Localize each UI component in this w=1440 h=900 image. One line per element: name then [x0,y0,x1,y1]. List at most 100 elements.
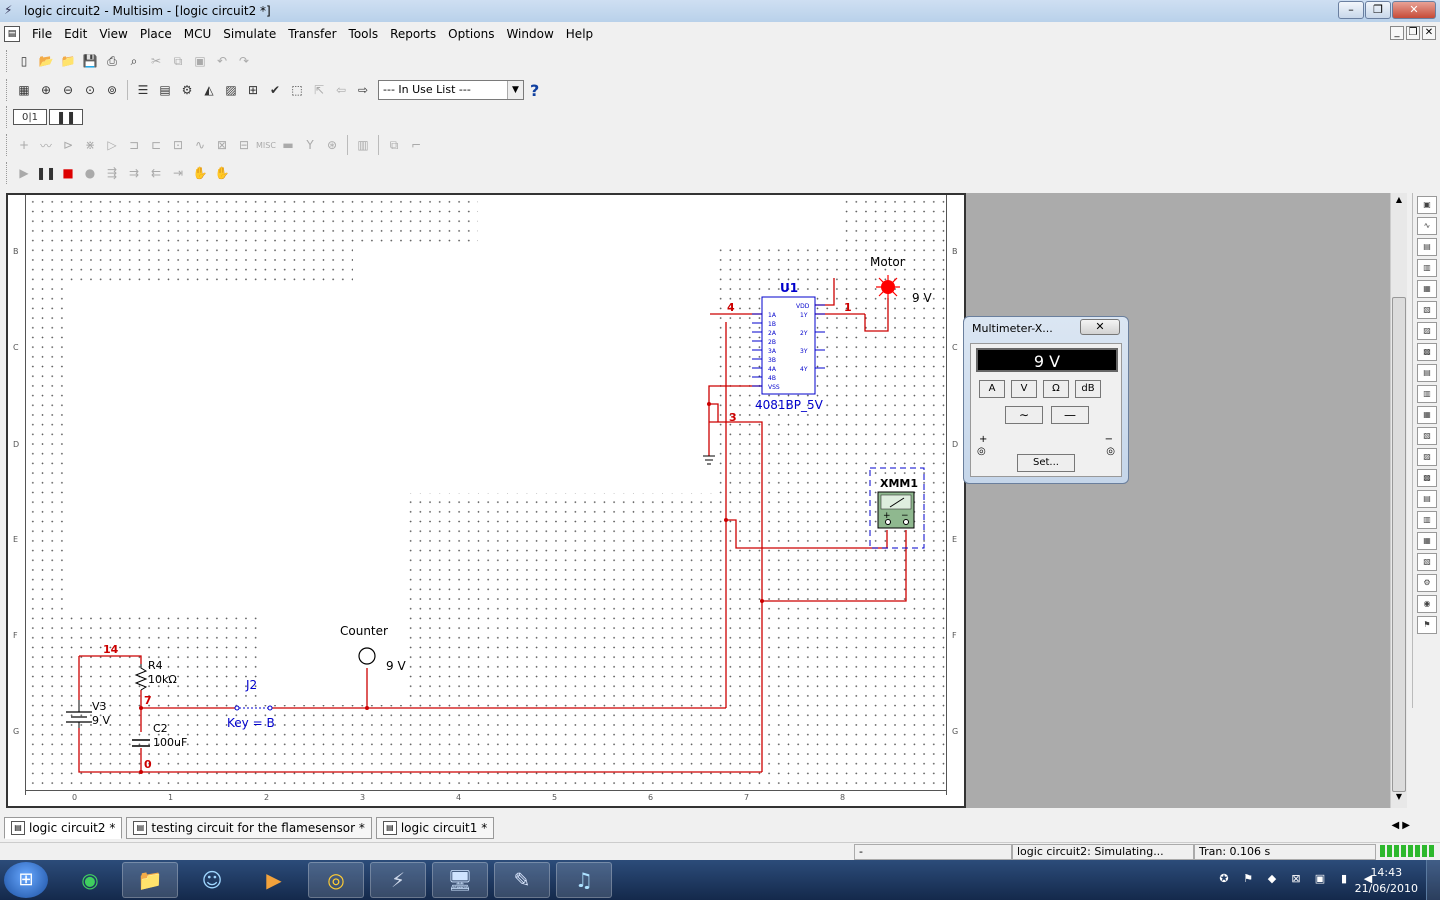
cmos-icon[interactable]: ⊏ [150,138,162,152]
undo-icon[interactable]: ↶ [216,54,228,68]
pause-icon[interactable]: ❚❚ [35,166,57,180]
save-icon[interactable]: 💾 [82,54,98,68]
spectrum-analyzer-icon[interactable]: ▨ [1417,448,1437,466]
electromechanical-icon[interactable]: ⊛ [326,138,338,152]
scroll-up-icon[interactable]: ▲ [1395,195,1403,204]
basic-icon[interactable]: 〰 [39,138,52,153]
wattmeter-icon[interactable]: ▤ [1417,238,1437,256]
zoom-out-icon[interactable]: ⊖ [62,83,74,97]
print-icon[interactable]: ⎙ [107,53,117,68]
print-preview-icon[interactable]: ⌕ [130,53,138,68]
mdi-restore-button[interactable]: ❐ [1406,26,1420,40]
iv-analyzer-icon[interactable]: ▦ [1417,406,1437,424]
menu-mcu[interactable]: MCU [183,27,212,41]
function-generator-icon[interactable]: ∿ [1417,217,1437,235]
current-probe-icon[interactable]: ◉ [1417,595,1437,613]
probe-icon[interactable]: ● [84,166,96,180]
power-component-icon[interactable]: ⊟ [238,138,250,152]
tray-app-icon[interactable]: ✪ [1219,872,1229,885]
grapher-icon[interactable]: ▨ [225,83,237,97]
zoom-area-icon[interactable]: ⊙ [84,83,96,97]
mode-ampere-button[interactable]: A [979,380,1005,398]
schematic-workspace[interactable]: B C D E F G B C D E F G 0 1 2 3 4 5 6 7 … [6,193,966,808]
start-button[interactable]: ⊞ [4,862,48,898]
chevron-down-icon[interactable]: ▼ [507,81,523,99]
agilent-oscilloscope-icon[interactable]: ▦ [1417,532,1437,550]
database-manager-icon[interactable]: ⚙ [181,83,193,97]
source-icon[interactable]: + [18,138,30,152]
design-toolbox-icon[interactable]: ☰ [137,83,149,97]
tray-security-icon[interactable]: ⊠ [1291,872,1301,885]
back-annotate-icon[interactable]: ⇦ [335,83,347,97]
show-desktop-button[interactable] [1426,860,1440,900]
tray-monitor-icon[interactable]: ▣ [1314,872,1326,885]
remove-breakpoints-icon[interactable]: ✋ [214,166,230,180]
go-to-parent-icon[interactable]: ⇱ [313,83,325,97]
minus-terminal-icon[interactable]: ◎ [1106,446,1115,457]
network-people-icon[interactable]: ☺ [201,868,223,892]
oscilloscope-icon[interactable]: ▥ [1417,259,1437,277]
erc-icon[interactable]: ✔ [269,83,281,97]
stop-icon[interactable]: ■ [62,166,74,180]
menu-transfer[interactable]: Transfer [288,27,337,41]
transistor-icon[interactable]: ⋇ [84,138,96,152]
full-screen-icon[interactable]: ▦ [18,83,30,97]
step-over-icon[interactable]: ⇉ [128,166,140,180]
spreadsheet-view-icon[interactable]: ▤ [159,83,171,97]
menu-help[interactable]: Help [565,27,594,41]
motor-probe[interactable]: Motor 9 V [870,255,932,305]
redo-icon[interactable]: ↷ [238,54,250,68]
create-component-icon[interactable]: ◭ [204,83,214,97]
diode-icon[interactable]: ⊳ [62,138,74,152]
multimeter-close-button[interactable]: ✕ [1080,319,1120,335]
hierarchical-block-icon[interactable]: ⧉ [389,137,399,152]
agilent-multimeter-icon[interactable]: ▥ [1417,511,1437,529]
menu-edit[interactable]: Edit [64,27,88,41]
new-file-icon[interactable]: ▯ [20,54,28,68]
frequency-counter-icon[interactable]: ▨ [1417,322,1437,340]
document-menu-icon[interactable]: ▤ [4,26,20,42]
capture-screen-area-icon[interactable]: ⬚ [291,83,303,97]
remote-desktop-icon[interactable]: 🖥 [432,862,488,898]
run-switch-icon[interactable]: 0|1 [13,109,47,125]
paste-icon[interactable]: ▣ [194,54,206,68]
multisim-taskbar-icon[interactable]: ⚡ [370,862,426,898]
zoom-in-icon[interactable]: ⊕ [40,83,52,97]
bus-icon[interactable]: ⌐ [410,138,422,152]
network-analyzer-icon[interactable]: ▩ [1417,469,1437,487]
scroll-down-icon[interactable]: ▼ [1395,792,1403,801]
menu-view[interactable]: View [99,27,128,41]
misc-icon[interactable]: MISC [256,140,276,150]
menu-simulate[interactable]: Simulate [223,27,277,41]
close-button[interactable]: ✕ [1392,1,1436,19]
misc-digital-icon[interactable]: ⊡ [172,138,184,152]
bode-plotter-icon[interactable]: ▧ [1417,301,1437,319]
mode-volt-button[interactable]: V [1011,380,1037,398]
indicator-icon[interactable]: ⊠ [216,138,228,152]
ac-sine-icon[interactable]: ∼ [1005,406,1043,424]
open-sample-icon[interactable]: 📁 [60,54,76,68]
spotify-icon[interactable]: ◉ [81,868,99,892]
tektronix-oscilloscope-icon[interactable]: ▧ [1417,553,1437,571]
analog-icon[interactable]: ▷ [107,138,117,152]
v3-battery[interactable]: V3 9 V [66,700,110,728]
explorer-icon[interactable]: 📁 [122,862,178,898]
breakpoint-icon[interactable]: ✋ [192,166,208,180]
four-channel-oscilloscope-icon[interactable]: ▦ [1417,280,1437,298]
tab-testing-circuit-flamesensor[interactable]: ▤ testing circuit for the flamesensor * [126,817,372,839]
plus-terminal-icon[interactable]: ◎ [977,446,986,457]
mode-ohm-button[interactable]: Ω [1043,380,1069,398]
multimeter-dialog[interactable]: Multimeter-X... ✕ 9 V A V Ω dB ∼ — + ◎ −… [963,316,1129,484]
multisim-app-icon[interactable]: ⚡ [4,3,13,17]
j2-key-switch[interactable]: J2 Key = B [227,678,275,730]
ttl-icon[interactable]: ⊐ [128,138,140,152]
mcu-module-icon[interactable]: ▥ [357,138,369,152]
step-icon[interactable]: ⇶ [106,166,118,180]
forward-annotate-icon[interactable]: ⇨ [357,83,369,97]
menu-place[interactable]: Place [139,27,172,41]
scroll-thumb[interactable] [1392,297,1406,792]
minimize-button[interactable]: – [1338,1,1364,19]
step-into-icon[interactable]: ⇇ [150,166,162,180]
c2-capacitor[interactable]: C2 100uF [132,722,187,749]
menu-file[interactable]: File [32,27,53,41]
